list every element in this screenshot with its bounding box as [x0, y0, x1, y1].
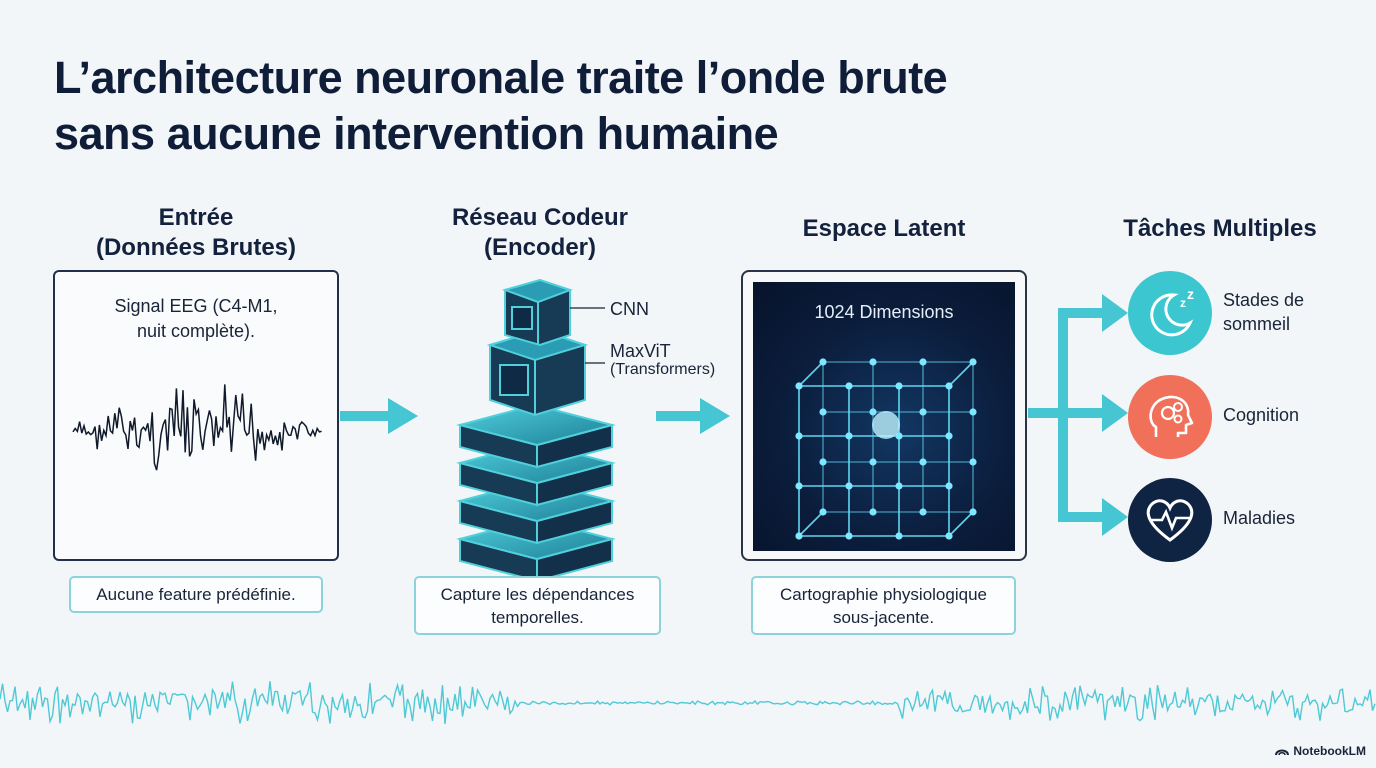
head-gears-icon	[1128, 375, 1212, 459]
latent-center-glow	[872, 411, 900, 439]
task-label-sleep-stages: Stades de sommeil	[1223, 288, 1304, 336]
latent-heading: Espace Latent	[802, 215, 966, 242]
title-line-1: L’architecture neuronale traite l’onde b…	[54, 52, 948, 103]
input-caption: Signal EEG (C4-M1, nuit complète).	[55, 294, 337, 344]
latent-node	[819, 408, 827, 416]
latent-node	[919, 358, 927, 366]
encoder-heading-line-2: (Encoder)	[483, 234, 596, 261]
latent-node	[795, 432, 803, 440]
latent-note: Cartographie physiologique sous-jacente.	[751, 576, 1016, 635]
encoder-stack-illustration	[456, 278, 616, 583]
task-label-sleep-line-2: sommeil	[1223, 314, 1291, 334]
latent-node	[945, 532, 953, 540]
task-label-sleep-line-1: Stades de	[1223, 290, 1305, 310]
brand-name: NotebookLM	[1293, 744, 1366, 758]
latent-node	[795, 382, 803, 390]
latent-note-line-1: Cartographie physiologique	[780, 584, 987, 604]
latent-node	[919, 458, 927, 466]
input-caption-line-1: Signal EEG (C4-M1,	[114, 296, 278, 316]
latent-node	[819, 508, 827, 516]
latent-note-line-2: sous-jacente.	[832, 607, 935, 627]
input-heading-line-2: (Données Brutes)	[95, 234, 297, 261]
task-branch-arrows	[1028, 294, 1128, 536]
latent-node	[895, 382, 903, 390]
input-note: Aucune feature prédéfinie.	[69, 576, 323, 613]
latent-node	[845, 382, 853, 390]
input-note-text: Aucune feature prédéfinie.	[96, 585, 296, 604]
encoder-heading-line-1: Réseau Codeur	[451, 204, 629, 231]
input-heading-line-1: Entrée	[158, 204, 234, 231]
input-panel: Signal EEG (C4-M1, nuit complète).	[53, 270, 339, 561]
latent-node	[869, 408, 877, 416]
latent-node	[945, 482, 953, 490]
task-label-diseases: Maladies	[1223, 508, 1296, 528]
latent-node	[969, 358, 977, 366]
cnn-label: CNN	[610, 299, 649, 319]
latent-node	[945, 432, 953, 440]
svg-text:z: z	[1187, 286, 1194, 302]
encoder-heading: Réseau Codeur (Encoder)	[410, 203, 670, 263]
eeg-signal-waveform	[72, 384, 322, 471]
moon-sleep-icon: z z	[1128, 271, 1212, 355]
latent-node	[795, 482, 803, 490]
input-heading: Entrée (Données Brutes)	[53, 203, 339, 263]
cnn-block	[501, 278, 573, 347]
encoder-slab-top	[456, 403, 616, 447]
maxvit-label: MaxViT	[610, 341, 671, 361]
encoder-note-line-1: Capture les dépendances	[440, 584, 635, 604]
svg-text:z: z	[1180, 296, 1186, 310]
latent-node	[869, 508, 877, 516]
arrow-input-to-encoder	[340, 398, 418, 434]
latent-dimensions-label: 1024 Dimensions	[814, 302, 954, 322]
tasks-heading: Tâches Multiples	[1123, 215, 1317, 242]
latent-node	[819, 458, 827, 466]
latent-grid-edge	[948, 361, 974, 387]
latent-grid-edge	[798, 511, 824, 537]
page-title: L’architecture neuronale traite l’onde b…	[54, 50, 1254, 162]
latent-node	[845, 432, 853, 440]
latent-node	[895, 432, 903, 440]
heart-pulse-icon	[1128, 478, 1212, 562]
brand-footer: NotebookLM	[1275, 744, 1366, 758]
latent-grid-edge	[798, 361, 824, 387]
latent-cube-network	[795, 358, 977, 540]
decorative-bottom-waveform	[0, 681, 1376, 725]
latent-space-panel: 1024 Dimensions	[741, 270, 1027, 561]
input-caption-line-2: nuit complète).	[136, 321, 256, 341]
latent-node	[919, 508, 927, 516]
notebooklm-logo-icon	[1275, 749, 1290, 756]
latent-node	[895, 532, 903, 540]
latent-node	[969, 408, 977, 416]
latent-node	[869, 358, 877, 366]
encoder-note-line-2: temporelles.	[491, 607, 584, 627]
latent-node	[895, 482, 903, 490]
latent-node	[945, 382, 953, 390]
latent-node	[795, 532, 803, 540]
latent-node	[969, 458, 977, 466]
latent-node	[919, 408, 927, 416]
latent-node	[819, 358, 827, 366]
encoder-note: Capture les dépendances temporelles.	[414, 576, 661, 635]
task-label-cognition: Cognition	[1223, 405, 1300, 425]
latent-node	[869, 458, 877, 466]
arrow-encoder-to-latent	[656, 398, 730, 434]
maxvit-sublabel: (Transformers)	[610, 361, 716, 378]
latent-grid-edge	[948, 511, 974, 537]
latent-node	[969, 508, 977, 516]
latent-node	[845, 532, 853, 540]
title-line-2: sans aucune intervention humaine	[54, 108, 779, 159]
latent-space-visual: 1024 Dimensions	[753, 282, 1015, 551]
latent-node	[845, 482, 853, 490]
